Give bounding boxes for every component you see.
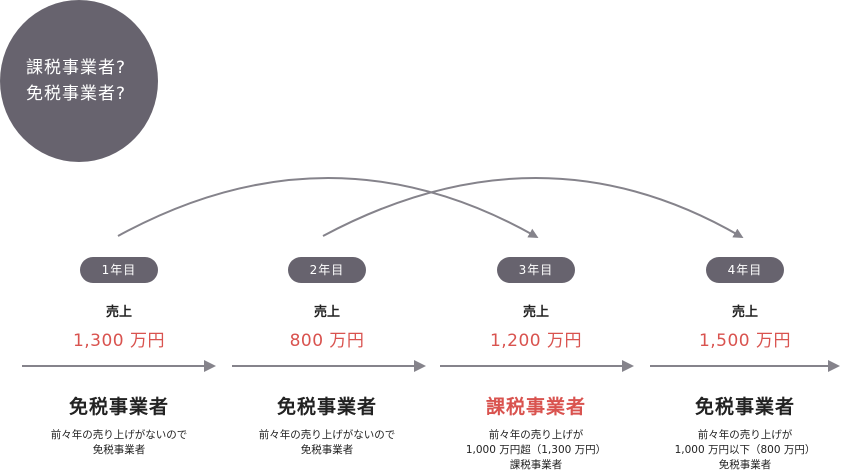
- note-year-4: 前々年の売り上げが 1,000 万円以下（800 万円） 免税事業者: [640, 428, 842, 473]
- note-line: 前々年の売り上げがないので: [258, 429, 396, 441]
- note-line: 前々年の売り上げが: [697, 429, 793, 441]
- timeline-arrowhead-year4: [828, 360, 840, 372]
- sales-label: 売上: [105, 305, 132, 320]
- year-badge: 2年目: [288, 257, 366, 283]
- sales-value: 1,200 万円: [489, 331, 583, 351]
- note-line: 前々年の売り上げがないので: [50, 429, 188, 441]
- sales-label: 売上: [731, 305, 758, 320]
- sales-label: 売上: [313, 305, 340, 320]
- year-badge: 4年目: [706, 257, 784, 283]
- year-badge: 3年目: [497, 257, 575, 283]
- sales-value: 1,300 万円: [72, 331, 166, 351]
- note-line: 免税事業者: [300, 444, 354, 456]
- note-year-1: 前々年の売り上げがないので 免税事業者: [14, 428, 224, 458]
- note-line: 課税事業者: [509, 459, 563, 471]
- sales-value: 800 万円: [289, 331, 365, 351]
- timeline-arrowhead-year1: [204, 360, 216, 372]
- note-line: 免税事業者: [718, 459, 772, 471]
- year-column-3: 3年目 売上 1,200 万円: [431, 257, 641, 351]
- timeline-arrowhead-year3: [622, 360, 634, 372]
- question-circle: 課税事業者? 免税事業者?: [0, 0, 158, 162]
- year-column-4: 4年目 売上 1,500 万円: [640, 257, 842, 351]
- status-year-4: 免税事業者: [694, 396, 795, 418]
- timeline-arrowhead-year2: [414, 360, 426, 372]
- status-year-1: 免税事業者: [68, 396, 169, 418]
- status-year-3: 課税事業者: [485, 396, 586, 418]
- year-column-2: 2年目 売上 800 万円: [222, 257, 432, 351]
- note-line: 1,000 万円超（1,300 万円）: [465, 444, 607, 456]
- year-badge: 1年目: [80, 257, 158, 283]
- note-line: 前々年の売り上げが: [488, 429, 584, 441]
- question-line-2: 免税事業者?: [26, 84, 127, 104]
- note-line: 1,000 万円以下（800 万円）: [674, 444, 816, 456]
- curve-arrow-year2-to-year4: [322, 177, 744, 239]
- note-line: 免税事業者: [92, 444, 146, 456]
- status-year-2: 免税事業者: [276, 396, 377, 418]
- sales-label: 売上: [522, 305, 549, 320]
- sales-value: 1,500 万円: [698, 331, 792, 351]
- curve-arrow-year1-to-year3: [117, 177, 539, 238]
- note-year-3: 前々年の売り上げが 1,000 万円超（1,300 万円） 課税事業者: [431, 428, 641, 473]
- year-column-1: 1年目 売上 1,300 万円: [14, 257, 224, 351]
- question-line-1: 課税事業者?: [26, 58, 127, 78]
- note-year-2: 前々年の売り上げがないので 免税事業者: [222, 428, 432, 458]
